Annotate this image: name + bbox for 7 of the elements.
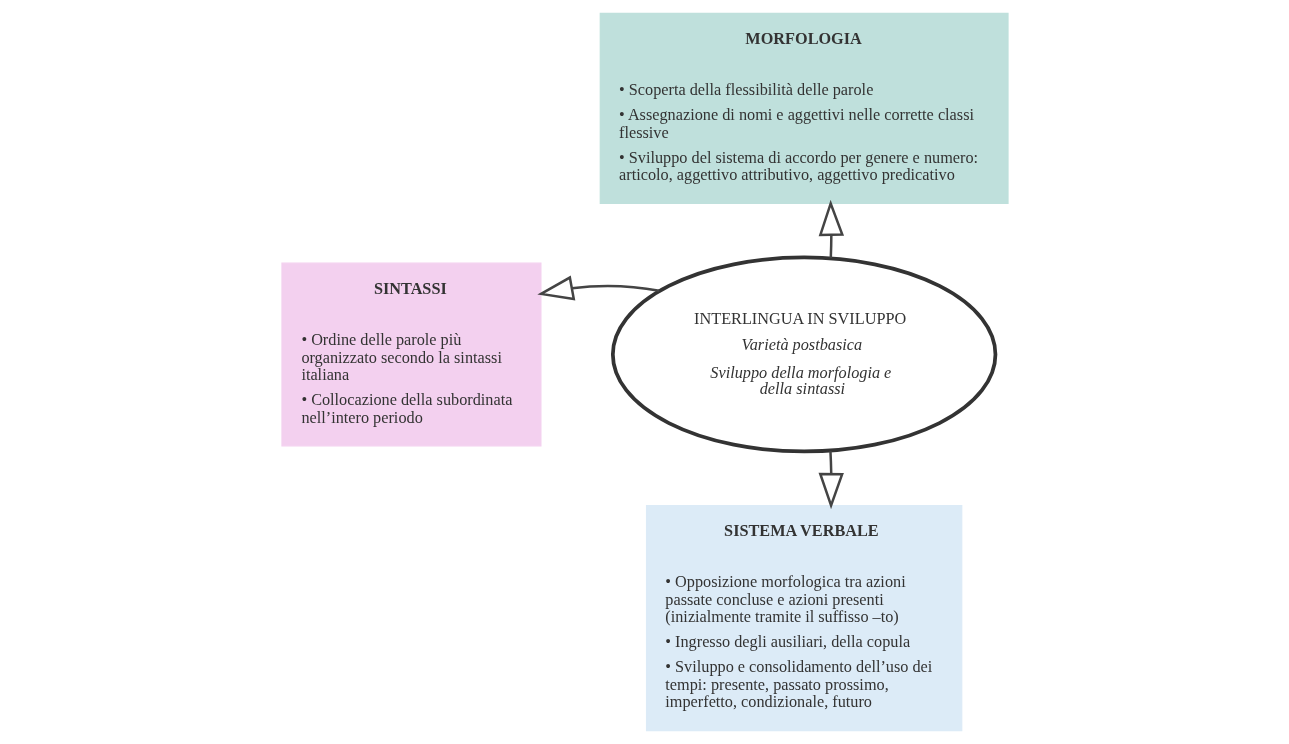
node-ellipse: INTERLINGUA IN SVILUPPO Varietà postbasica Sviluppo della morfologia e della sintassi bbox=[610, 255, 997, 454]
node-box: SINTASSI • Ordine delle parole più organizzato secondo la sintassi italiana • Collocazione della subordinata nell’intero periodo bbox=[280, 262, 541, 447]
arrow bbox=[818, 451, 844, 510]
arrow bbox=[818, 199, 844, 258]
node-box: SISTEMA VERBALE • Opposizione morfologica tra azioni passate concluse e azioni presenti (inizialmente tramite il suffisso –to) • Ingresso degli ausiliari, della copula • Sviluppo e consolidamento dell’uso dei tempi: presente, passato prossimo, imperfetto, condizionale, futuro bbox=[645, 504, 962, 732]
node-box: MORFOLOGIA • Scoperta della flessibilità delle parole • Assegnazione di nomi e aggettivi nelle corrette classi flessive • Sviluppo del sistema di accordo per genere e numero: articolo, aggettivo attributivo, aggettivo predicativo bbox=[599, 12, 1009, 205]
arrow bbox=[536, 275, 659, 301]
